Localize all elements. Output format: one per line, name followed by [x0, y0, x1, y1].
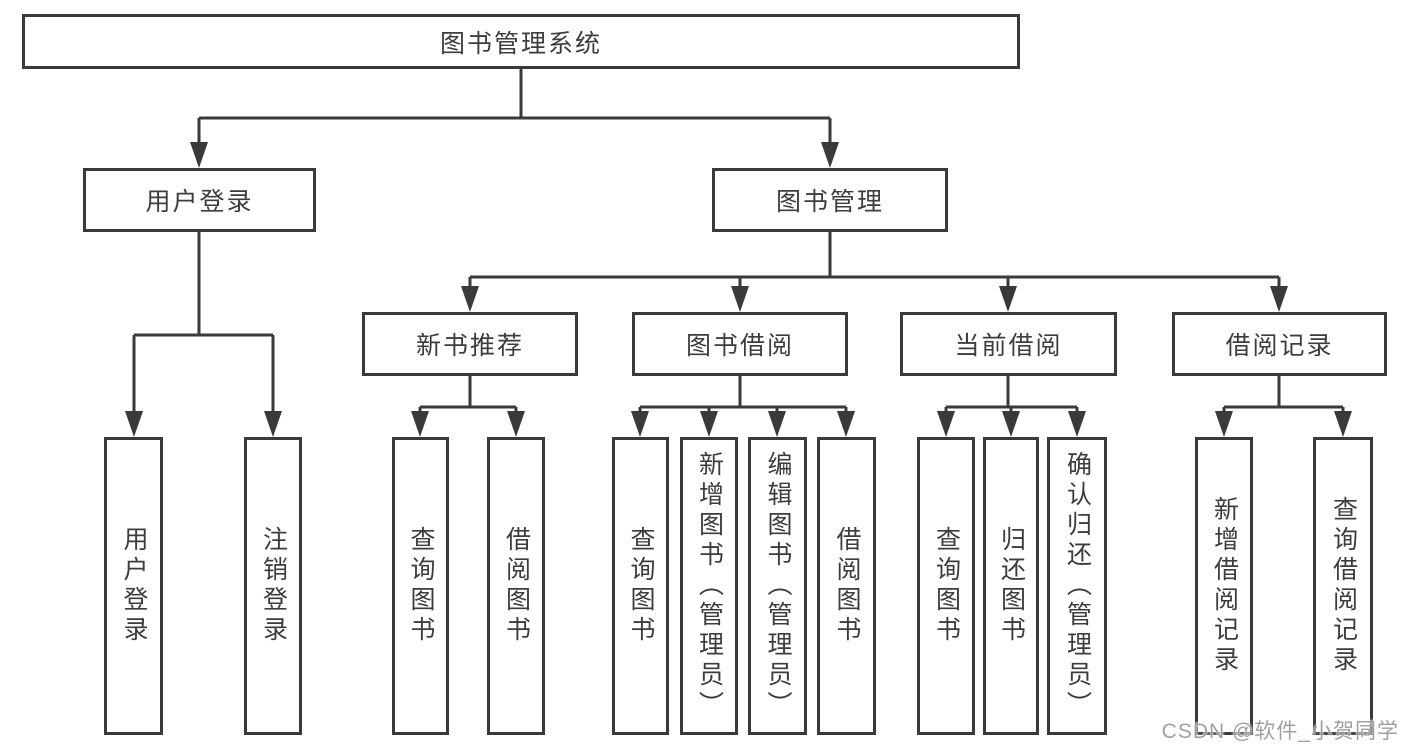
arrowheads-new-book-rec — [411, 411, 525, 437]
leaf-borrow-books-recommend: 借阅图书 — [487, 437, 545, 735]
connector-current-borrow — [944, 375, 1079, 413]
arrowheads-book-mgmt — [461, 286, 1288, 312]
node-book-borrowing: 图书借阅 — [632, 312, 848, 376]
leaf-query-books-current: 查询图书 — [917, 437, 975, 735]
leaf-query-borrow-record: 查询借阅记录 — [1313, 437, 1373, 735]
arrowheads-book-borrow — [631, 411, 855, 437]
leaf-user-login: 用户登录 — [104, 437, 163, 735]
node-user-login: 用户登录 — [83, 168, 316, 232]
node-current-borrowing: 当前借阅 — [900, 312, 1117, 376]
arrowheads-level1 — [190, 142, 839, 168]
leaf-confirm-return-admin: 确认归还（管理员） — [1047, 437, 1107, 735]
connector-user-login — [132, 232, 275, 413]
node-borrowing-records: 借阅记录 — [1172, 312, 1387, 376]
node-root-library-system: 图书管理系统 — [22, 14, 1020, 69]
arrowheads-borrow-records — [1215, 411, 1352, 437]
connector-borrow-records — [1222, 375, 1345, 413]
leaf-logout: 注销登录 — [244, 437, 302, 735]
leaf-query-books-borrowing: 查询图书 — [612, 437, 669, 735]
arrowheads-current-borrow — [937, 411, 1086, 437]
csdn-watermark: CSDN @软件_小贺同学 — [1161, 720, 1399, 743]
leaf-query-books-recommend: 查询图书 — [392, 437, 449, 735]
arrowheads-user-login — [125, 411, 282, 437]
leaf-borrow-books: 借阅图书 — [817, 437, 876, 735]
node-new-book-recommend: 新书推荐 — [362, 312, 578, 376]
node-book-management: 图书管理 — [712, 168, 948, 232]
leaf-add-borrow-record: 新增借阅记录 — [1195, 437, 1253, 735]
leaf-return-books: 归还图书 — [983, 437, 1039, 735]
connector-root-to-level1 — [197, 69, 832, 144]
leaf-add-books-admin: 新增图书（管理员） — [680, 437, 738, 735]
connector-new-book-rec — [418, 375, 518, 413]
leaf-edit-books-admin: 编辑图书（管理员） — [748, 437, 807, 735]
connector-book-borrow — [638, 375, 848, 413]
connector-book-mgmt — [468, 232, 1281, 288]
